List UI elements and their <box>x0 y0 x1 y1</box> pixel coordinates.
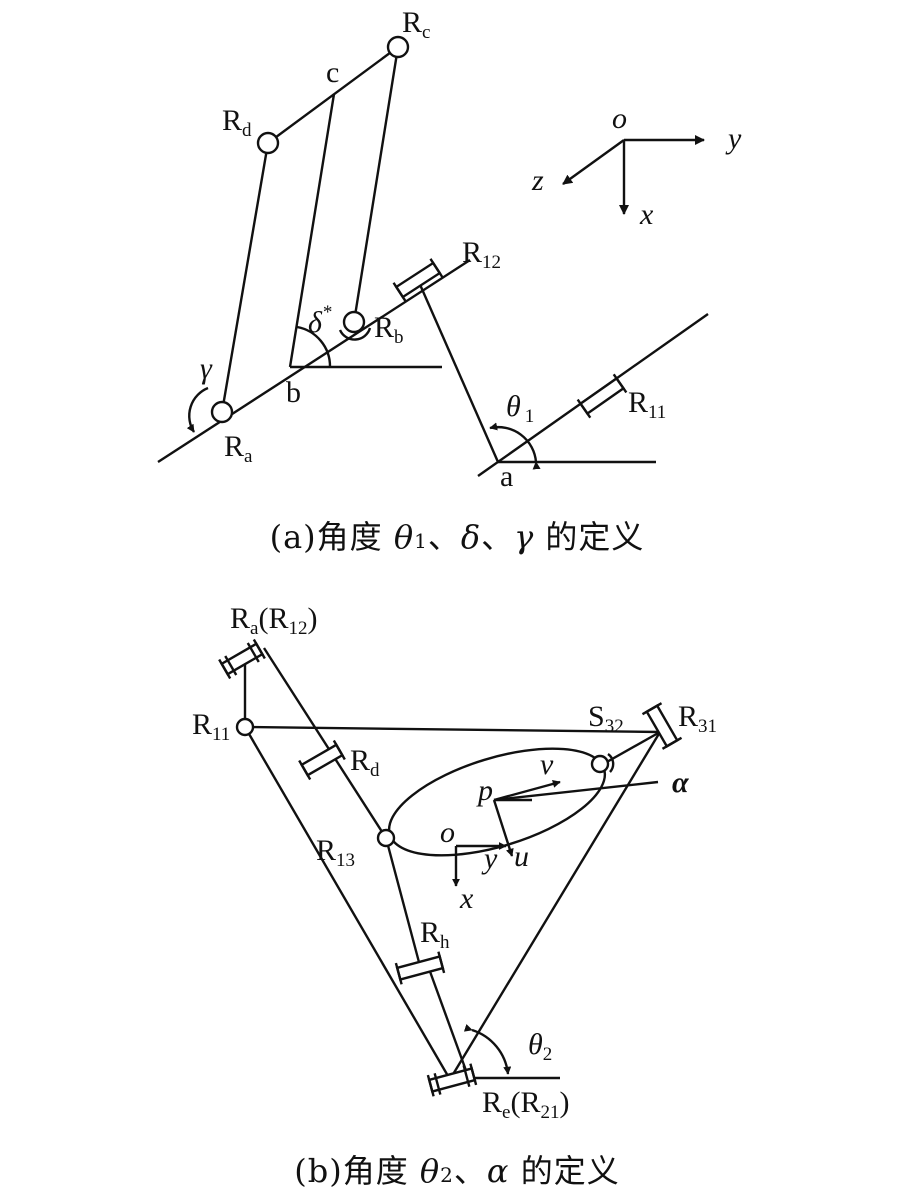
axis-v-line <box>493 780 561 802</box>
axis-alpha-line <box>493 780 659 802</box>
joint-r11-symbol <box>576 373 628 419</box>
label-delta: δ* <box>308 302 332 339</box>
link-ra-rd <box>220 142 270 413</box>
joint-rd-symbol <box>298 739 346 781</box>
joint-r11-circle <box>235 717 255 737</box>
caption-figure-b: (b)角度 θ2、α 的定义 <box>294 1152 620 1190</box>
link-r13-rh <box>384 837 422 967</box>
label-c: c <box>326 56 339 89</box>
joint-r12-symbol <box>392 258 444 302</box>
joint-r13-circle <box>376 828 396 848</box>
axis-u-line <box>492 799 514 857</box>
label-v: v <box>540 748 554 781</box>
theta2-angle-arc <box>463 1024 512 1075</box>
axis-z-label: z <box>531 164 544 197</box>
label-s32: S32 <box>588 700 624 737</box>
caption-figure-a: (a)角度 θ1、δ、γ 的定义 <box>269 518 645 556</box>
label-gamma: γ <box>200 352 213 385</box>
joint-r31-symbol <box>641 702 683 750</box>
link-b-c <box>288 93 336 368</box>
joint-rb-bearing <box>338 327 372 341</box>
label-alpha: α <box>672 766 689 799</box>
joint-s32-bearing <box>607 753 615 773</box>
axis-x-label: x <box>639 198 654 231</box>
label-r11: R11 <box>192 708 230 745</box>
link-rh-base <box>426 965 470 1077</box>
delta-angle-arc <box>296 325 332 368</box>
label-r11: R11 <box>628 386 666 423</box>
link-rc-rb <box>352 46 400 323</box>
joint-ra-circle <box>210 400 234 424</box>
label-ra-r12: Ra(R12) <box>230 602 317 639</box>
label-ra: Ra <box>224 430 253 467</box>
label-rd: Rd <box>350 744 380 781</box>
label-o: o <box>440 816 455 849</box>
label-x: x <box>459 882 474 915</box>
link-s32-r31 <box>604 730 661 765</box>
axis-z-line <box>562 139 625 185</box>
label-r12: R12 <box>462 236 501 273</box>
link-r12-a <box>416 279 500 463</box>
joint-rh-symbol <box>394 951 446 985</box>
label-u: u <box>514 840 529 873</box>
label-rh: Rh <box>420 916 450 953</box>
joint-rd-circle <box>256 131 280 155</box>
axis-y-label: y <box>725 122 742 155</box>
label-rb: Rb <box>374 311 404 348</box>
joint-ra-symbol <box>218 638 266 680</box>
joint-re-symbol <box>426 1063 478 1097</box>
label-rd: Rd <box>222 104 252 141</box>
label-theta2: θ2 <box>528 1028 552 1065</box>
joint-rb-circle <box>342 310 366 334</box>
label-a: a <box>500 460 513 493</box>
label-b: b <box>286 376 301 409</box>
link-ra-r12 <box>157 258 471 464</box>
joint-s32-circle <box>590 754 610 774</box>
joint-rc-circle <box>386 35 410 59</box>
figure-a <box>157 35 709 477</box>
link-r31-base <box>450 731 662 1077</box>
link-ra-r13 <box>262 647 388 839</box>
axis-o-label: o <box>612 102 627 135</box>
figure-b-labels: Ra(R12) R11 S32 R31 Rd v α p o R13 y u x… <box>192 602 717 1123</box>
label-y: y <box>481 842 498 875</box>
label-rc: Rc <box>402 6 430 43</box>
label-r31: R31 <box>678 700 717 737</box>
label-r13: R13 <box>316 834 355 871</box>
label-p: p <box>476 774 493 807</box>
figure-b <box>218 638 683 1097</box>
link-r11-base <box>243 726 450 1077</box>
label-re-r21: Re(R21) <box>482 1086 569 1123</box>
gamma-angle-arc <box>186 386 209 433</box>
theta1-angle-arc <box>489 422 541 470</box>
